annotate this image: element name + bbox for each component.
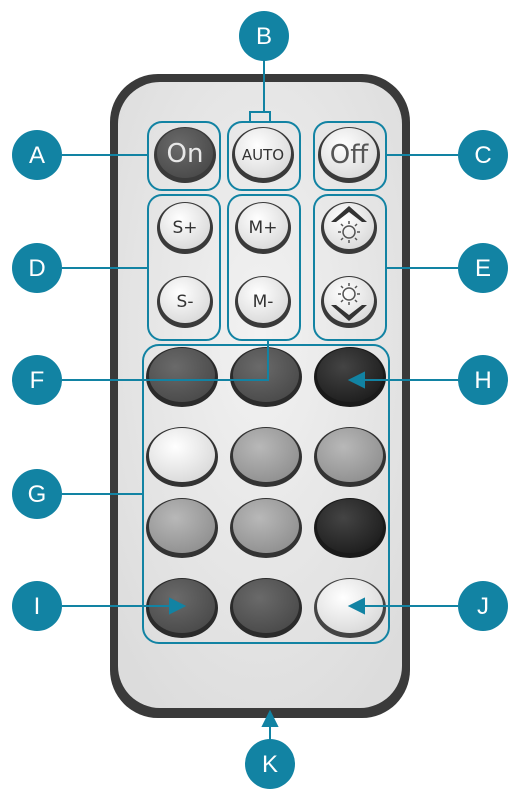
svg-text:M-: M-: [253, 292, 274, 312]
svg-text:J: J: [477, 593, 489, 620]
callout-d: D: [12, 243, 62, 293]
color-button[interactable]: [230, 578, 302, 638]
svg-text:S-: S-: [177, 292, 194, 312]
svg-text:A: A: [29, 142, 45, 169]
svg-text:C: C: [474, 142, 491, 169]
svg-text:B: B: [256, 23, 272, 50]
svg-text:H: H: [474, 367, 491, 394]
leader-lines: [62, 60, 458, 740]
off-button[interactable]: Off: [318, 127, 380, 183]
svg-text:D: D: [28, 255, 45, 282]
color-button[interactable]: [314, 347, 386, 407]
svg-text:K: K: [262, 751, 278, 778]
callout-e: E: [458, 243, 508, 293]
svg-text:M+: M+: [249, 218, 278, 238]
mode-down-button[interactable]: M-: [235, 276, 291, 328]
svg-text:On: On: [167, 139, 204, 169]
svg-text:E: E: [475, 255, 491, 282]
color-button[interactable]: [146, 427, 218, 487]
brightness-down-button[interactable]: [321, 276, 377, 328]
svg-text:G: G: [28, 481, 47, 508]
speed-down-button[interactable]: S-: [157, 276, 213, 328]
mode-up-button[interactable]: M+: [235, 202, 291, 254]
color-button[interactable]: [146, 347, 218, 407]
sun-icon: [338, 221, 360, 243]
svg-text:I: I: [34, 593, 41, 620]
arrow-down-icon: [331, 305, 367, 321]
brightness-up-button[interactable]: [321, 202, 377, 254]
speed-up-button[interactable]: S+: [157, 202, 213, 254]
arrow-up-icon: [331, 206, 367, 222]
svg-text:S+: S+: [172, 218, 197, 238]
callout-j: J: [458, 581, 508, 631]
callout-c: C: [458, 130, 508, 180]
callout-h: H: [458, 355, 508, 405]
color-button[interactable]: [146, 498, 218, 558]
svg-text:AUTO: AUTO: [242, 146, 284, 164]
callout-k: K: [245, 739, 295, 789]
callout-i: I: [12, 581, 62, 631]
callout-g: G: [12, 469, 62, 519]
color-button[interactable]: [314, 498, 386, 558]
sun-icon: [338, 283, 360, 305]
color-button[interactable]: [230, 498, 302, 558]
auto-button[interactable]: AUTO: [232, 127, 294, 183]
callout-f: F: [12, 355, 62, 405]
svg-text:F: F: [30, 367, 45, 394]
svg-text:Off: Off: [330, 140, 369, 170]
color-button[interactable]: [314, 578, 386, 638]
callout-a: A: [12, 130, 62, 180]
callout-b: B: [239, 11, 289, 61]
color-button[interactable]: [230, 347, 302, 407]
color-button[interactable]: [230, 427, 302, 487]
color-button[interactable]: [314, 427, 386, 487]
on-button[interactable]: On: [154, 127, 216, 183]
